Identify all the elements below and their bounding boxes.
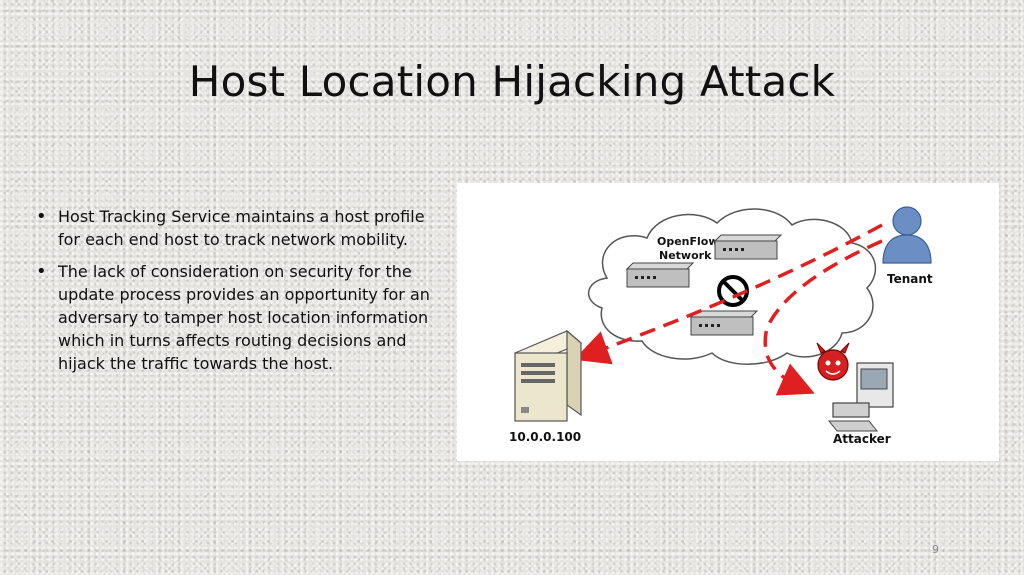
switch-bottom xyxy=(689,310,759,336)
network-label-line1: OpenFlow xyxy=(657,235,719,248)
bullet-list: Host Tracking Service maintains a host p… xyxy=(34,205,434,384)
switch-left xyxy=(625,262,695,288)
server-icon xyxy=(513,329,583,422)
attacker-label: Attacker xyxy=(833,432,891,446)
server-label: 10.0.0.100 xyxy=(509,430,581,444)
traffic-arrows xyxy=(573,223,883,396)
attacker-icon xyxy=(816,342,894,432)
bullet-item-1: Host Tracking Service maintains a host p… xyxy=(34,205,434,251)
tenant-icon xyxy=(882,206,932,264)
tenant-label: Tenant xyxy=(887,272,933,286)
slide-title: Host Location Hijacking Attack xyxy=(188,57,836,106)
attack-diagram: OpenFlow Network xyxy=(457,183,999,461)
network-label-line2: Network xyxy=(659,249,712,262)
page-number: 9 xyxy=(932,543,939,556)
bullet-item-2: The lack of consideration on security fo… xyxy=(34,260,434,375)
switch-top xyxy=(713,234,783,260)
